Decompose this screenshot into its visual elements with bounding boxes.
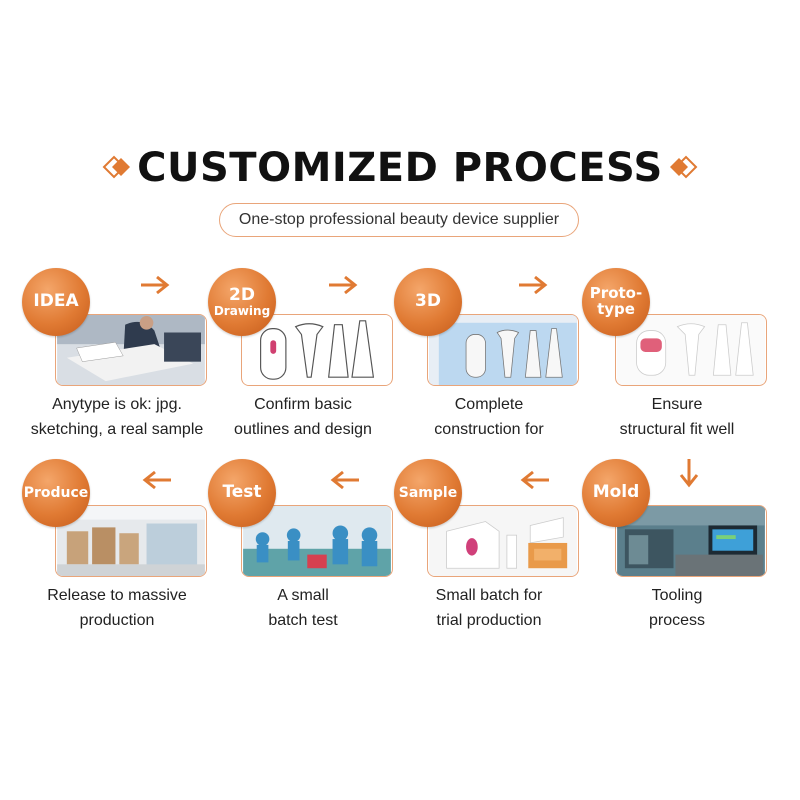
warehouse-photo — [57, 506, 205, 576]
arrow-left-icon — [520, 470, 549, 490]
step-image — [241, 505, 393, 577]
step-image — [55, 314, 207, 386]
step-image — [241, 314, 393, 386]
arrow-right-icon — [141, 275, 170, 295]
arrow-right-icon — [519, 275, 548, 295]
arrow-left-icon — [330, 470, 359, 490]
step-badge: Mold — [582, 459, 650, 527]
header: CUSTOMIZED PROCESS — [0, 140, 800, 196]
step-image — [615, 505, 767, 577]
step-badge: Produce — [22, 459, 90, 527]
step-idea: IDEA Anytype is ok: jpg.sketching, a rea… — [22, 268, 212, 448]
diamond-deco-icon — [670, 155, 698, 179]
step-caption: Anytype is ok: jpg.sketching, a real sam… — [30, 396, 204, 438]
test-line-photo — [243, 506, 391, 576]
step-badge: Test — [208, 459, 276, 527]
diamond-deco-icon — [102, 155, 130, 179]
cad-render-screen — [429, 315, 577, 385]
arrow-right-icon — [329, 275, 358, 295]
prototype-devices-photo — [617, 315, 765, 385]
page-title: CUSTOMIZED PROCESS — [137, 145, 663, 191]
step-image — [615, 314, 767, 386]
device-line-drawing — [243, 315, 391, 385]
step-image — [427, 314, 579, 386]
arrow-down-icon — [679, 459, 699, 488]
office-meeting-photo — [57, 315, 205, 385]
step-badge: Proto-type — [582, 268, 650, 336]
arrow-left-icon — [142, 470, 171, 490]
step-badge: 3D — [394, 268, 462, 336]
subtitle-pill: One-stop professional beauty device supp… — [219, 203, 579, 237]
step-badge: IDEA — [22, 268, 90, 336]
step-badge: Sample — [394, 459, 462, 527]
step-image — [427, 505, 579, 577]
mold-workshop-photo — [617, 506, 765, 576]
sample-packaging-photo — [429, 506, 577, 576]
step-image — [55, 505, 207, 577]
